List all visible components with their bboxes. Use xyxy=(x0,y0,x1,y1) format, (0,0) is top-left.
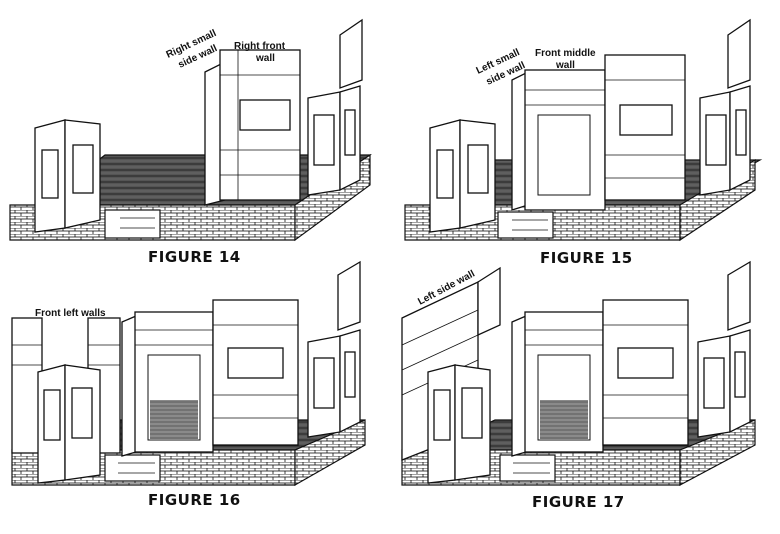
label-front-middle-wall-1: Front middle xyxy=(535,48,596,59)
figure-16-caption: FIGURE 16 xyxy=(148,491,241,509)
figure-15: Left small side wall Front middle wall F… xyxy=(404,18,763,267)
label-right-front-wall-1: Right front xyxy=(234,41,286,52)
figure-14-caption: FIGURE 14 xyxy=(148,248,241,266)
label-right-front-wall-2: wall xyxy=(255,53,275,64)
figure-16: Front left walls FIGURE 16 xyxy=(11,260,366,509)
label-front-left-walls: Front left walls xyxy=(35,308,106,319)
figure-15-caption: FIGURE 15 xyxy=(540,249,633,267)
figure-17: Left side wall FIGURE 17 xyxy=(401,260,756,511)
figure-14: Right small side wall Right front wall F… xyxy=(9,18,372,266)
figure-17-caption: FIGURE 17 xyxy=(532,493,625,511)
label-front-middle-wall-2: wall xyxy=(555,60,575,71)
